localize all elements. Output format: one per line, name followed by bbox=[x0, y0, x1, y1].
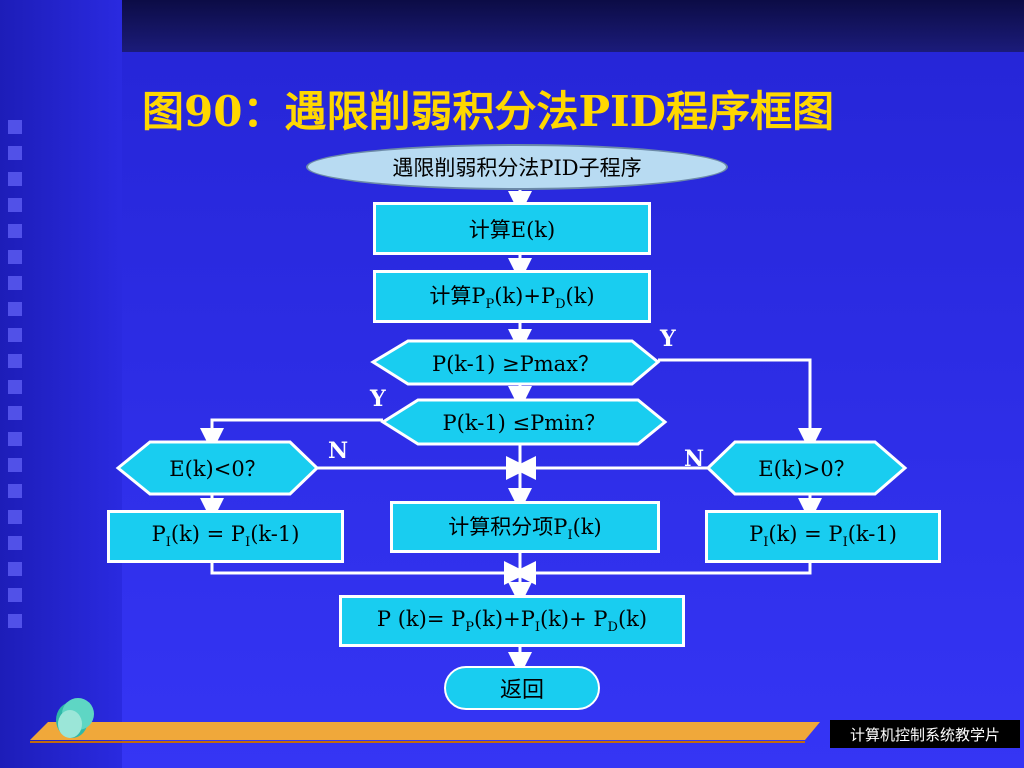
hold-left-box: PI(k) = PI(k-1) bbox=[110, 513, 341, 560]
calc-e-box: 计算E(k) bbox=[376, 205, 648, 252]
start-label: 遇限削弱积分法PID子程序 bbox=[392, 156, 642, 180]
slide-title: 图90：遇限削弱积分法PID程序框图 bbox=[142, 87, 835, 136]
calc-pp-pd-box: 计算PP(k)+PD(k) bbox=[376, 273, 648, 320]
return-terminal: 返回 bbox=[444, 666, 600, 710]
label-n-left: N bbox=[328, 438, 349, 464]
sum-box: P (k)= PP(k)+PI(k)+ PD(k) bbox=[342, 598, 682, 644]
label-y-pmax: Y bbox=[660, 326, 676, 352]
decision-pmin: P(k-1) ≤Pmin？ bbox=[442, 411, 606, 435]
top-decor-band bbox=[122, 0, 1024, 52]
decision-pmax-shape bbox=[370, 339, 661, 386]
decision-elt-shape bbox=[115, 440, 320, 496]
cylinder-icon bbox=[56, 698, 94, 738]
calc-pi-box: 计算积分项PI(k) bbox=[393, 504, 657, 550]
decision-pmax: P(k-1) ≥Pmax？ bbox=[431, 351, 599, 376]
decision-egt-shape bbox=[705, 440, 908, 496]
footer-bar bbox=[30, 722, 820, 743]
decision-pmin-shape bbox=[380, 398, 668, 446]
calc-pp-pd-label: 计算PP(k)+PD(k) bbox=[429, 284, 595, 313]
label-y-pmin: Y bbox=[370, 386, 386, 412]
decision-e-lt-zero: E(k)<0？ bbox=[169, 457, 266, 481]
footer-course-label: 计算机控制系统教学片 bbox=[830, 720, 1020, 748]
start-terminal: 遇限削弱积分法PID子程序 bbox=[306, 144, 728, 190]
decision-e-gt-zero: E(k)>0？ bbox=[758, 457, 855, 481]
label-n-right: N bbox=[684, 446, 705, 472]
decor-squares bbox=[8, 120, 32, 640]
hold-right-box: PI(k) = PI(k-1) bbox=[708, 513, 938, 560]
